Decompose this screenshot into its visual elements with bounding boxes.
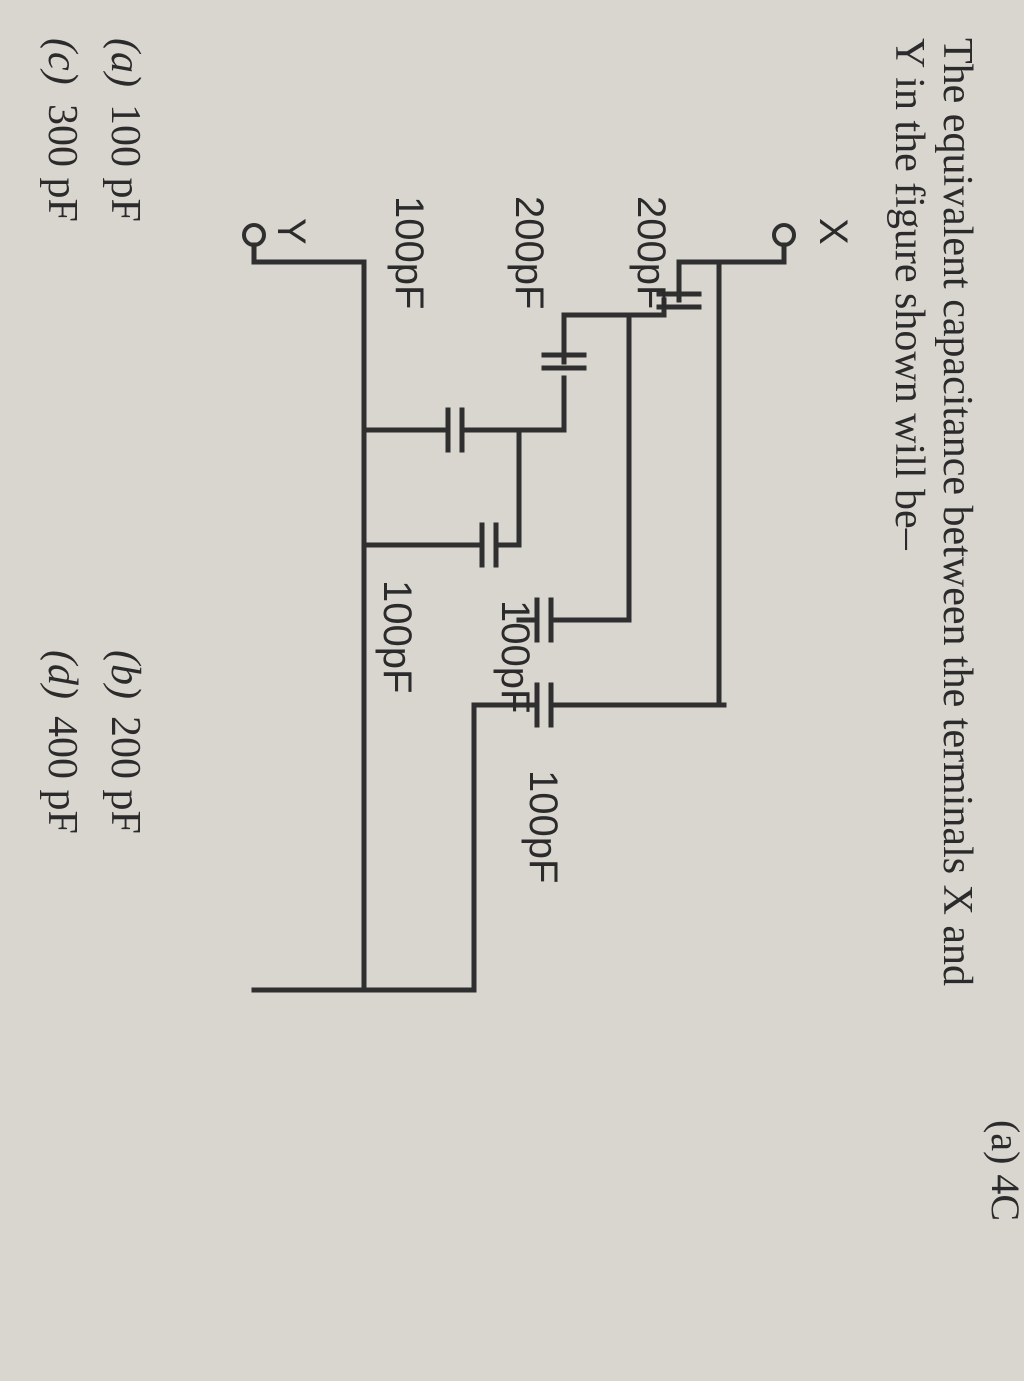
terminal-x[interactable] xyxy=(772,223,796,247)
terminal-y[interactable] xyxy=(242,223,266,247)
capacitor-label: 100pF xyxy=(493,600,537,713)
capacitor-label: 100pF xyxy=(375,580,419,693)
option-d-value: 400 pF xyxy=(39,716,85,834)
terminal-x-label: X xyxy=(811,218,855,245)
terminal-y-label: Y xyxy=(269,218,313,245)
answer-options: (a) 100 pF (b) 200 pF (c) 300 pF (d) 400… xyxy=(39,38,148,834)
circuit-diagram: X Y xyxy=(242,196,855,993)
capacitor-200pf-1 xyxy=(656,291,702,310)
option-c-value: 300 pF xyxy=(39,104,85,222)
option-b-label: (b) xyxy=(102,650,148,699)
capacitor-100pf-4 xyxy=(479,522,499,568)
option-a[interactable]: (a) 100 pF xyxy=(102,38,148,222)
capacitor-200pf-2 xyxy=(541,352,587,371)
capacitor-100pf-3 xyxy=(445,407,465,453)
capacitor-100pf-6 xyxy=(534,682,554,728)
capacitor-100pf-5 xyxy=(534,597,554,643)
option-d-label: (d) xyxy=(39,650,85,699)
question-line-1: The equivalent capacitance between the t… xyxy=(934,38,980,986)
header-fragment: (a) 4C xyxy=(983,1120,1024,1221)
option-a-value: 100 pF xyxy=(102,104,148,222)
option-d[interactable]: (d) 400 pF xyxy=(39,650,85,834)
capacitor-label: 200pF xyxy=(507,196,551,309)
capacitor-label: 100pF xyxy=(521,770,565,883)
question-line-2: Y in the figure shown will be– xyxy=(886,38,932,551)
option-b-value: 200 pF xyxy=(102,716,148,834)
option-c-label: (c) xyxy=(39,38,85,85)
circuit-wires xyxy=(251,242,787,993)
capacitor-label: 200pF xyxy=(629,196,673,309)
option-c[interactable]: (c) 300 pF xyxy=(39,38,85,222)
capacitor-label: 100pF xyxy=(387,196,431,309)
option-a-label: (a) xyxy=(102,38,148,87)
option-b[interactable]: (b) 200 pF xyxy=(102,650,148,834)
